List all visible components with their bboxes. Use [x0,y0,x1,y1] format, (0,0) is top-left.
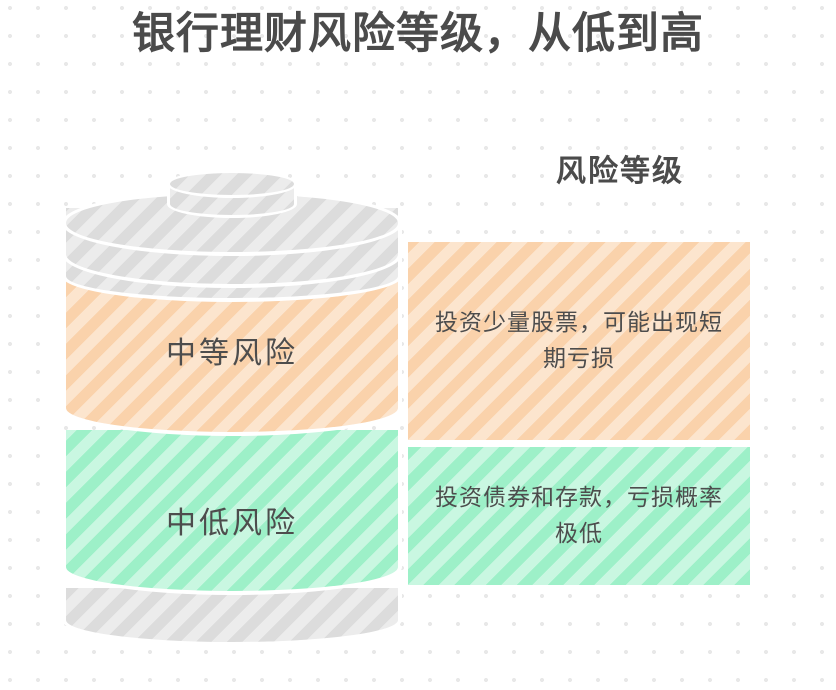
cylinder-top-disc-face [62,190,402,256]
description-panel-medium-low-risk[interactable]: 投资债券和存款，亏损概率极低 [408,447,750,585]
page-title: 银行理财风险等级，从低到高 [132,11,704,58]
description-text-medium-low-risk: 投资债券和存款，亏损概率极低 [435,485,723,546]
cylinder-cap-face [167,170,297,198]
description-text-medium-risk: 投资少量股票，可能出现短期亏损 [435,310,723,371]
cylinder-segment-medium-low-risk[interactable] [62,430,402,595]
description-panel-medium-risk[interactable]: 投资少量股票，可能出现短期亏损 [408,242,750,440]
cylinder-segment-base [62,588,402,646]
legend-caption: 风险等级 [556,155,684,188]
risk-cylinder-chart: 中等风险 中低风险 [62,168,402,648]
